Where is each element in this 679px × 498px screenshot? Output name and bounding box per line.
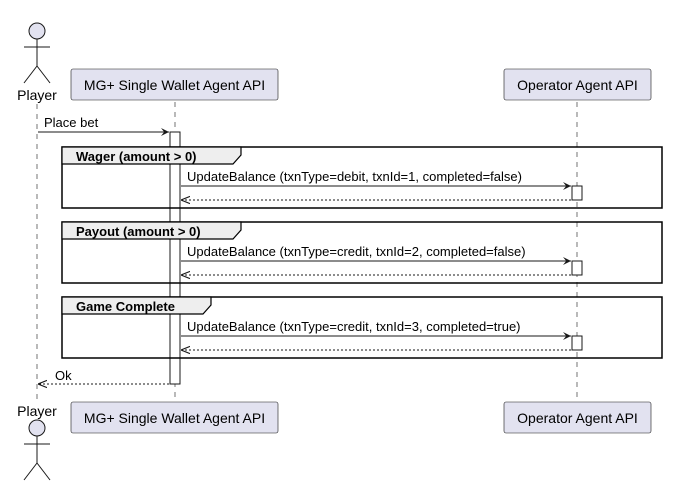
place-bet-message: Place bet xyxy=(38,115,169,136)
fragment-payout-call-label: UpdateBalance (txnType=credit, txnId=2, … xyxy=(187,244,526,259)
actor-head-icon xyxy=(28,22,46,40)
fragment-wager-title: Wager (amount > 0) xyxy=(76,149,197,164)
wallet-participant-label: MG+ Single Wallet Agent API xyxy=(84,77,265,93)
fragment-wager: Wager (amount > 0) UpdateBalance (txnTyp… xyxy=(61,146,663,209)
operator-activation-bar xyxy=(571,335,583,351)
player-actor-top: Player xyxy=(17,22,57,103)
player-label-bottom: Player xyxy=(17,403,57,419)
fragment-game-complete-call-label: UpdateBalance (txnType=credit, txnId=3, … xyxy=(187,319,521,334)
wallet-participant-bottom: MG+ Single Wallet Agent API xyxy=(70,401,279,434)
actor-head-icon xyxy=(28,419,46,437)
operator-participant-top: Operator Agent API xyxy=(503,68,652,101)
wallet-participant-label: MG+ Single Wallet Agent API xyxy=(84,410,265,426)
fragment-payout: Payout (amount > 0) UpdateBalance (txnTy… xyxy=(61,221,663,284)
wallet-activation-bar xyxy=(169,131,181,385)
operator-participant-bottom: Operator Agent API xyxy=(503,401,652,434)
operator-activation-bar xyxy=(571,185,583,201)
place-bet-label: Place bet xyxy=(44,115,99,130)
operator-activation-bar xyxy=(571,260,583,276)
operator-participant-label: Operator Agent API xyxy=(517,410,638,426)
wallet-participant-top: MG+ Single Wallet Agent API xyxy=(70,68,279,101)
player-actor-bottom: Player xyxy=(17,403,57,481)
fragment-wager-call-label: UpdateBalance (txnType=debit, txnId=1, c… xyxy=(187,169,522,184)
fragment-payout-title: Payout (amount > 0) xyxy=(76,224,201,239)
fragment-game-complete: Game Complete UpdateBalance (txnType=cre… xyxy=(61,296,663,359)
fragment-game-complete-title: Game Complete xyxy=(76,299,175,314)
operator-participant-label: Operator Agent API xyxy=(517,77,638,93)
ok-message: Ok xyxy=(38,368,169,384)
ok-label: Ok xyxy=(55,368,72,383)
player-label-top: Player xyxy=(17,87,57,103)
